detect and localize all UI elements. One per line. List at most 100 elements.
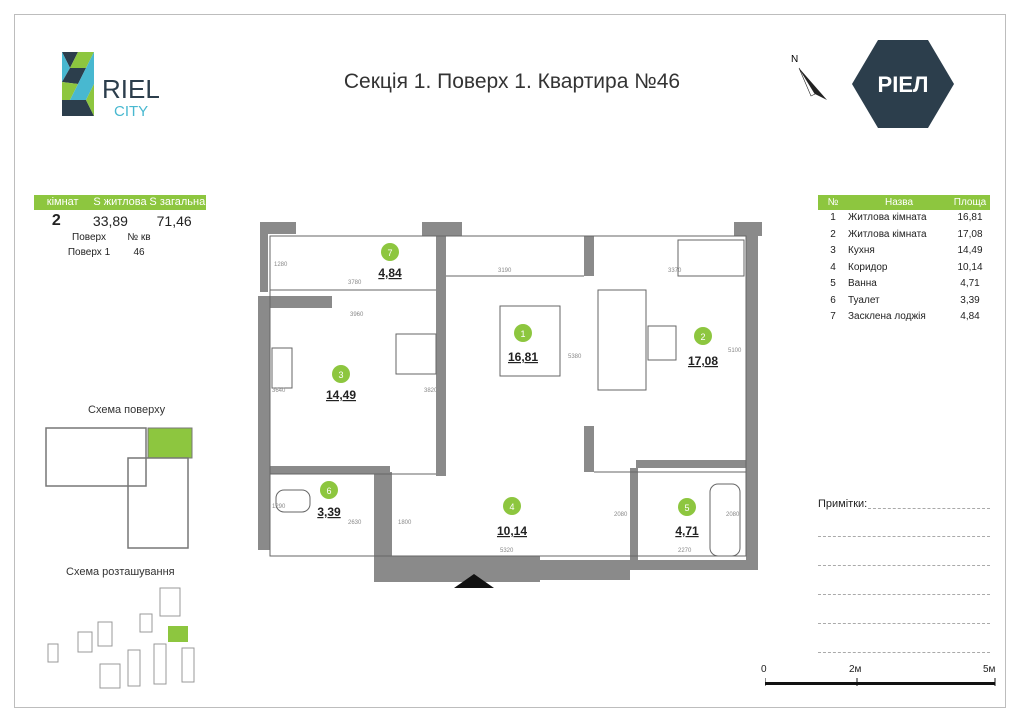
dimension-label: 2630 (348, 520, 362, 526)
highlighted-apartment (147, 427, 193, 459)
room-table-header: № Назва Площа (818, 195, 990, 210)
room-area-label: 4,71 (675, 524, 699, 538)
room-number: 5 (830, 278, 836, 289)
plan-outline (269, 235, 747, 557)
room-table-header-number: № (827, 197, 839, 208)
stove-icon (271, 347, 293, 389)
room-number: 2 (830, 228, 836, 240)
room-number: 7 (830, 311, 836, 322)
room-name: Коридор (848, 261, 888, 273)
plan-wall (616, 560, 758, 570)
plan-wall (258, 296, 332, 308)
notes-line (818, 536, 990, 537)
page-title: Секція 1. Поверх 1. Квартира №46 (343, 70, 681, 93)
plan-wall (584, 426, 594, 472)
room-area: 10,14 (957, 261, 983, 273)
brand-logo: РІЕЛ (852, 40, 954, 128)
room-name: Кухня (848, 245, 875, 256)
room-badge-number: 1 (520, 329, 525, 339)
riel-city-logo: RIEL CITY (62, 52, 160, 120)
plan-wall (436, 236, 446, 476)
site-highlighted-building (168, 626, 188, 642)
dimension-label: 2080 (614, 512, 628, 518)
notes-line (868, 508, 990, 509)
room-label-1: 116,81 (508, 324, 538, 364)
scale-bar (765, 678, 996, 686)
page-frame (14, 14, 1006, 708)
room-name: Ванна (848, 278, 877, 289)
room-area: 4,84 (960, 311, 980, 322)
north-arrow-icon: N (791, 54, 827, 100)
brand-text: РІЕЛ (878, 72, 929, 97)
dimension-label: 5100 (728, 348, 742, 354)
dimension-label: 5380 (568, 354, 582, 360)
dimension-label: 3960 (350, 312, 364, 318)
notes-line (818, 565, 990, 566)
dimension-label: 2080 (726, 512, 740, 518)
notes-label: Примітки: (818, 498, 868, 510)
plan-wall (374, 472, 392, 582)
floor-scheme-map (45, 427, 193, 549)
plan-wall (636, 460, 748, 468)
room-table-row: 3 Кухня 14,49 (818, 243, 990, 260)
dimension-label: 3190 (498, 268, 512, 274)
dimension-label: 1280 (274, 262, 288, 268)
notes-line (818, 623, 990, 624)
plan-wall (258, 296, 270, 550)
plan-wall (374, 556, 540, 582)
plan-wall (584, 236, 594, 276)
room-table-header-name: Назва (884, 197, 914, 208)
room-number: 4 (830, 261, 836, 273)
room-area-label: 14,49 (326, 388, 356, 402)
room-badge-number: 5 (684, 503, 689, 513)
plan-wall (260, 222, 296, 234)
plan-wall (630, 468, 638, 568)
room-name: Засклена лоджія (848, 311, 926, 322)
summary-header-living: S житлова (93, 196, 147, 208)
dimension-label: 3640 (272, 388, 286, 394)
room-area-label: 17,08 (688, 354, 718, 368)
logo-city-text: CITY (114, 103, 148, 120)
room-label-2: 217,08 (688, 327, 718, 368)
apartment-summary: кімнат S житлова S загальна 2 33,89 71,4… (34, 195, 206, 258)
room-area: 17,08 (957, 228, 983, 240)
room-table-row: 5 Ванна 4,71 (818, 276, 990, 293)
scale-label: 2м (849, 664, 862, 675)
apt-value: 46 (133, 247, 145, 258)
dimension-label: 1800 (398, 520, 412, 526)
plan-wall (422, 222, 462, 236)
logo-riel-text: RIEL (102, 74, 160, 104)
summary-header-total: S загальна (149, 196, 206, 208)
apt-label: № кв (127, 232, 151, 243)
desk-icon (677, 239, 745, 277)
room-table-row: 4 Коридор 10,14 (818, 260, 990, 277)
compass-label: N (791, 54, 798, 65)
plan-wall (270, 466, 390, 474)
room-badge-number: 7 (387, 248, 392, 258)
room-name: Житлова кімната (848, 212, 927, 223)
room-area-label: 3,39 (317, 505, 341, 519)
dimension-label: 3780 (348, 280, 362, 286)
room-area-label: 4,84 (378, 266, 402, 280)
summary-values: 2 33,89 71,46 (34, 210, 206, 232)
toilet-icon (275, 489, 311, 513)
floor-label: Поверх (72, 232, 106, 243)
sofa-icon (597, 289, 647, 391)
room-label-3: 314,49 (326, 365, 356, 402)
room-badge-number: 4 (509, 502, 514, 512)
site-scheme-map (47, 587, 195, 689)
notes-line (818, 594, 990, 595)
scale-label: 0 (761, 664, 767, 675)
room-area-label: 16,81 (508, 350, 538, 364)
room-number: 3 (830, 245, 836, 256)
room-area: 14,49 (957, 245, 983, 256)
room-table-header-area: Площа (953, 197, 987, 208)
bed-icon (499, 305, 561, 377)
total-area: 71,46 (156, 213, 192, 229)
plan-wall (540, 560, 630, 580)
room-area: 4,71 (960, 278, 980, 289)
room-area: 3,39 (960, 294, 980, 306)
